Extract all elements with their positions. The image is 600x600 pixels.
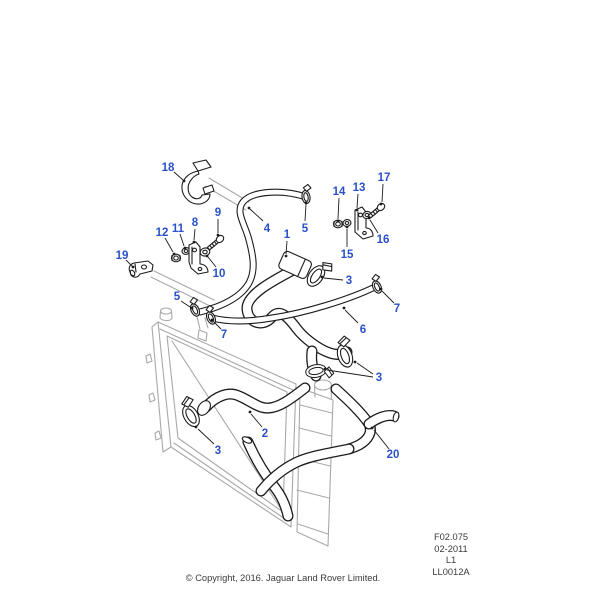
callout-numbers: 18 4 5 1 14 13 17 16 15 9 8 11 12 10 19 … xyxy=(116,162,401,461)
callout-5-left: 5 xyxy=(174,291,181,303)
hose-2 xyxy=(197,382,311,416)
callout-7-right: 7 xyxy=(394,303,400,315)
figure-code: F02.075 xyxy=(434,532,468,542)
callout-20: 20 xyxy=(387,449,400,461)
washer-11 xyxy=(181,247,191,255)
leader-3-mid xyxy=(323,360,374,378)
expansion-tank xyxy=(296,387,334,547)
leader-20 xyxy=(370,426,390,450)
leader-10 xyxy=(205,254,217,268)
bracket-19-locator-lines xyxy=(150,270,215,308)
radiator-tab xyxy=(148,392,156,403)
leader-2 xyxy=(248,410,263,428)
radiator xyxy=(145,177,334,547)
hose-2-open-end xyxy=(197,400,211,416)
leader-13 xyxy=(355,193,359,212)
radiator-tab xyxy=(145,353,153,364)
callout-15: 15 xyxy=(341,249,354,261)
callout-19: 19 xyxy=(116,250,129,262)
hose-20-open-end xyxy=(392,411,400,423)
callout-10: 10 xyxy=(213,268,226,280)
radiator-top-edge-line xyxy=(159,328,296,392)
leader-8 xyxy=(192,228,196,244)
clamps xyxy=(174,183,387,431)
leader-17 xyxy=(379,183,384,206)
leader-4 xyxy=(247,206,264,222)
hose-6 xyxy=(208,283,379,325)
leader-14 xyxy=(336,197,340,223)
hose-4 xyxy=(196,188,310,316)
radiator-tab xyxy=(154,430,162,441)
date-code: 02-2011 xyxy=(434,544,467,554)
leader-3-top xyxy=(320,275,344,281)
leader-11 xyxy=(179,233,187,250)
nut-14 xyxy=(332,219,344,229)
leader-6 xyxy=(342,306,359,324)
hose-20 xyxy=(241,383,400,522)
level-code: L1 xyxy=(446,555,456,565)
callout-14: 14 xyxy=(333,186,346,198)
hose-20-open-end-2 xyxy=(241,436,253,444)
callout-3-top: 3 xyxy=(346,275,352,287)
callout-9: 9 xyxy=(215,207,221,219)
filler-cap xyxy=(159,307,173,315)
radiator-bottom-edge-line xyxy=(173,442,289,522)
leader-5-left xyxy=(180,300,194,310)
callout-17: 17 xyxy=(378,172,391,184)
small-parts xyxy=(128,159,386,278)
copyright-notice: © Copyright, 2016. Jaguar Land Rover Lim… xyxy=(186,573,380,583)
drawing-reference-block: F02.075 02-2011 L1 LL0012A xyxy=(432,532,470,577)
nut-12 xyxy=(170,253,182,263)
bolt-9 xyxy=(206,234,225,251)
expansion-tank-ribs xyxy=(296,404,333,535)
callout-5-top: 5 xyxy=(302,223,309,235)
radiator-outline xyxy=(157,321,297,528)
leader-lines xyxy=(125,171,395,450)
leader-9 xyxy=(216,219,220,237)
clip-18 xyxy=(181,159,215,205)
bracket-19 xyxy=(128,260,154,278)
filler-neck xyxy=(159,310,173,322)
bolt-17 xyxy=(367,202,386,219)
callout-7-left: 7 xyxy=(221,329,227,341)
callout-4: 4 xyxy=(264,223,271,235)
callout-3-mid: 3 xyxy=(376,372,382,384)
bracket-8 xyxy=(188,241,209,275)
leader-15 xyxy=(345,225,349,247)
callout-11: 11 xyxy=(172,223,185,235)
callout-3-bottom: 3 xyxy=(215,445,221,457)
callout-12: 12 xyxy=(156,227,169,239)
leader-19 xyxy=(125,259,135,269)
bracket-13 xyxy=(354,206,374,240)
clamp-5-hose4-end xyxy=(299,183,315,205)
callout-8: 8 xyxy=(192,217,199,229)
leader-18 xyxy=(173,171,186,183)
leader-1 xyxy=(284,240,288,258)
leader-16 xyxy=(367,216,379,234)
hose-1-connector-sleeve xyxy=(278,250,312,279)
tank-neck xyxy=(313,379,333,391)
inlet-stub xyxy=(196,316,209,342)
leader-7-right xyxy=(379,287,395,304)
callout-18: 18 xyxy=(162,162,175,174)
callout-6: 6 xyxy=(360,324,366,336)
leader-5-top xyxy=(304,201,308,222)
leader-12 xyxy=(164,237,176,256)
callout-13: 13 xyxy=(353,182,366,194)
drawing-code: LL0012A xyxy=(432,567,470,577)
callout-16: 16 xyxy=(377,234,390,246)
leader-3-bottom xyxy=(194,425,215,445)
leader-7-left xyxy=(210,318,222,330)
callout-2: 2 xyxy=(262,428,268,440)
radiator-side-face xyxy=(151,321,172,453)
callout-1: 1 xyxy=(284,229,291,241)
hoses xyxy=(196,188,400,522)
